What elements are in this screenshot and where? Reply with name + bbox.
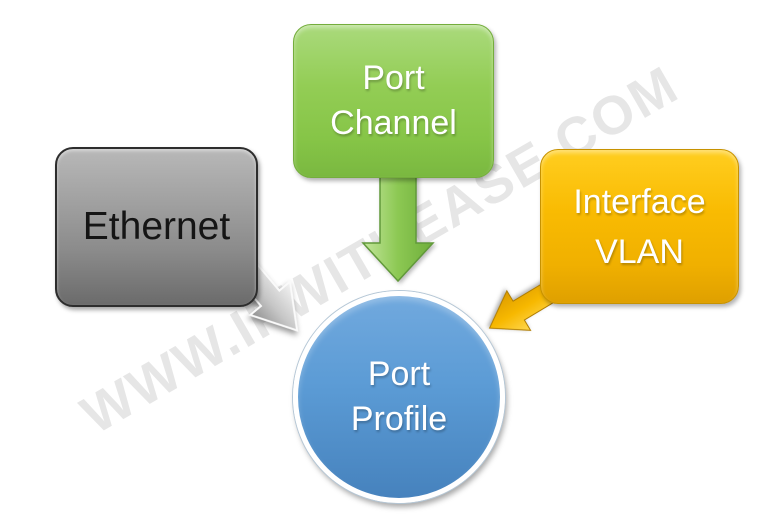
node-port-profile: Port Profile [293, 291, 505, 503]
node-ethernet-label: Ethernet [82, 205, 231, 248]
node-port-profile-label-line1: Port [367, 355, 431, 393]
arrow-port-channel-to-port-profile [361, 167, 435, 283]
node-interface-vlan-label-line2: VLAN [595, 232, 684, 271]
node-port-profile-label-line2: Profile [350, 400, 448, 438]
node-port-channel-label-line2: Channel [330, 104, 457, 142]
node-ethernet: Ethernet [55, 147, 258, 307]
node-port-channel: Port Channel [293, 24, 494, 178]
node-port-channel-label-line1: Port [362, 59, 425, 97]
node-interface-vlan-label-line1: Interface [573, 182, 706, 221]
node-interface-vlan: Interface VLAN [540, 149, 739, 304]
